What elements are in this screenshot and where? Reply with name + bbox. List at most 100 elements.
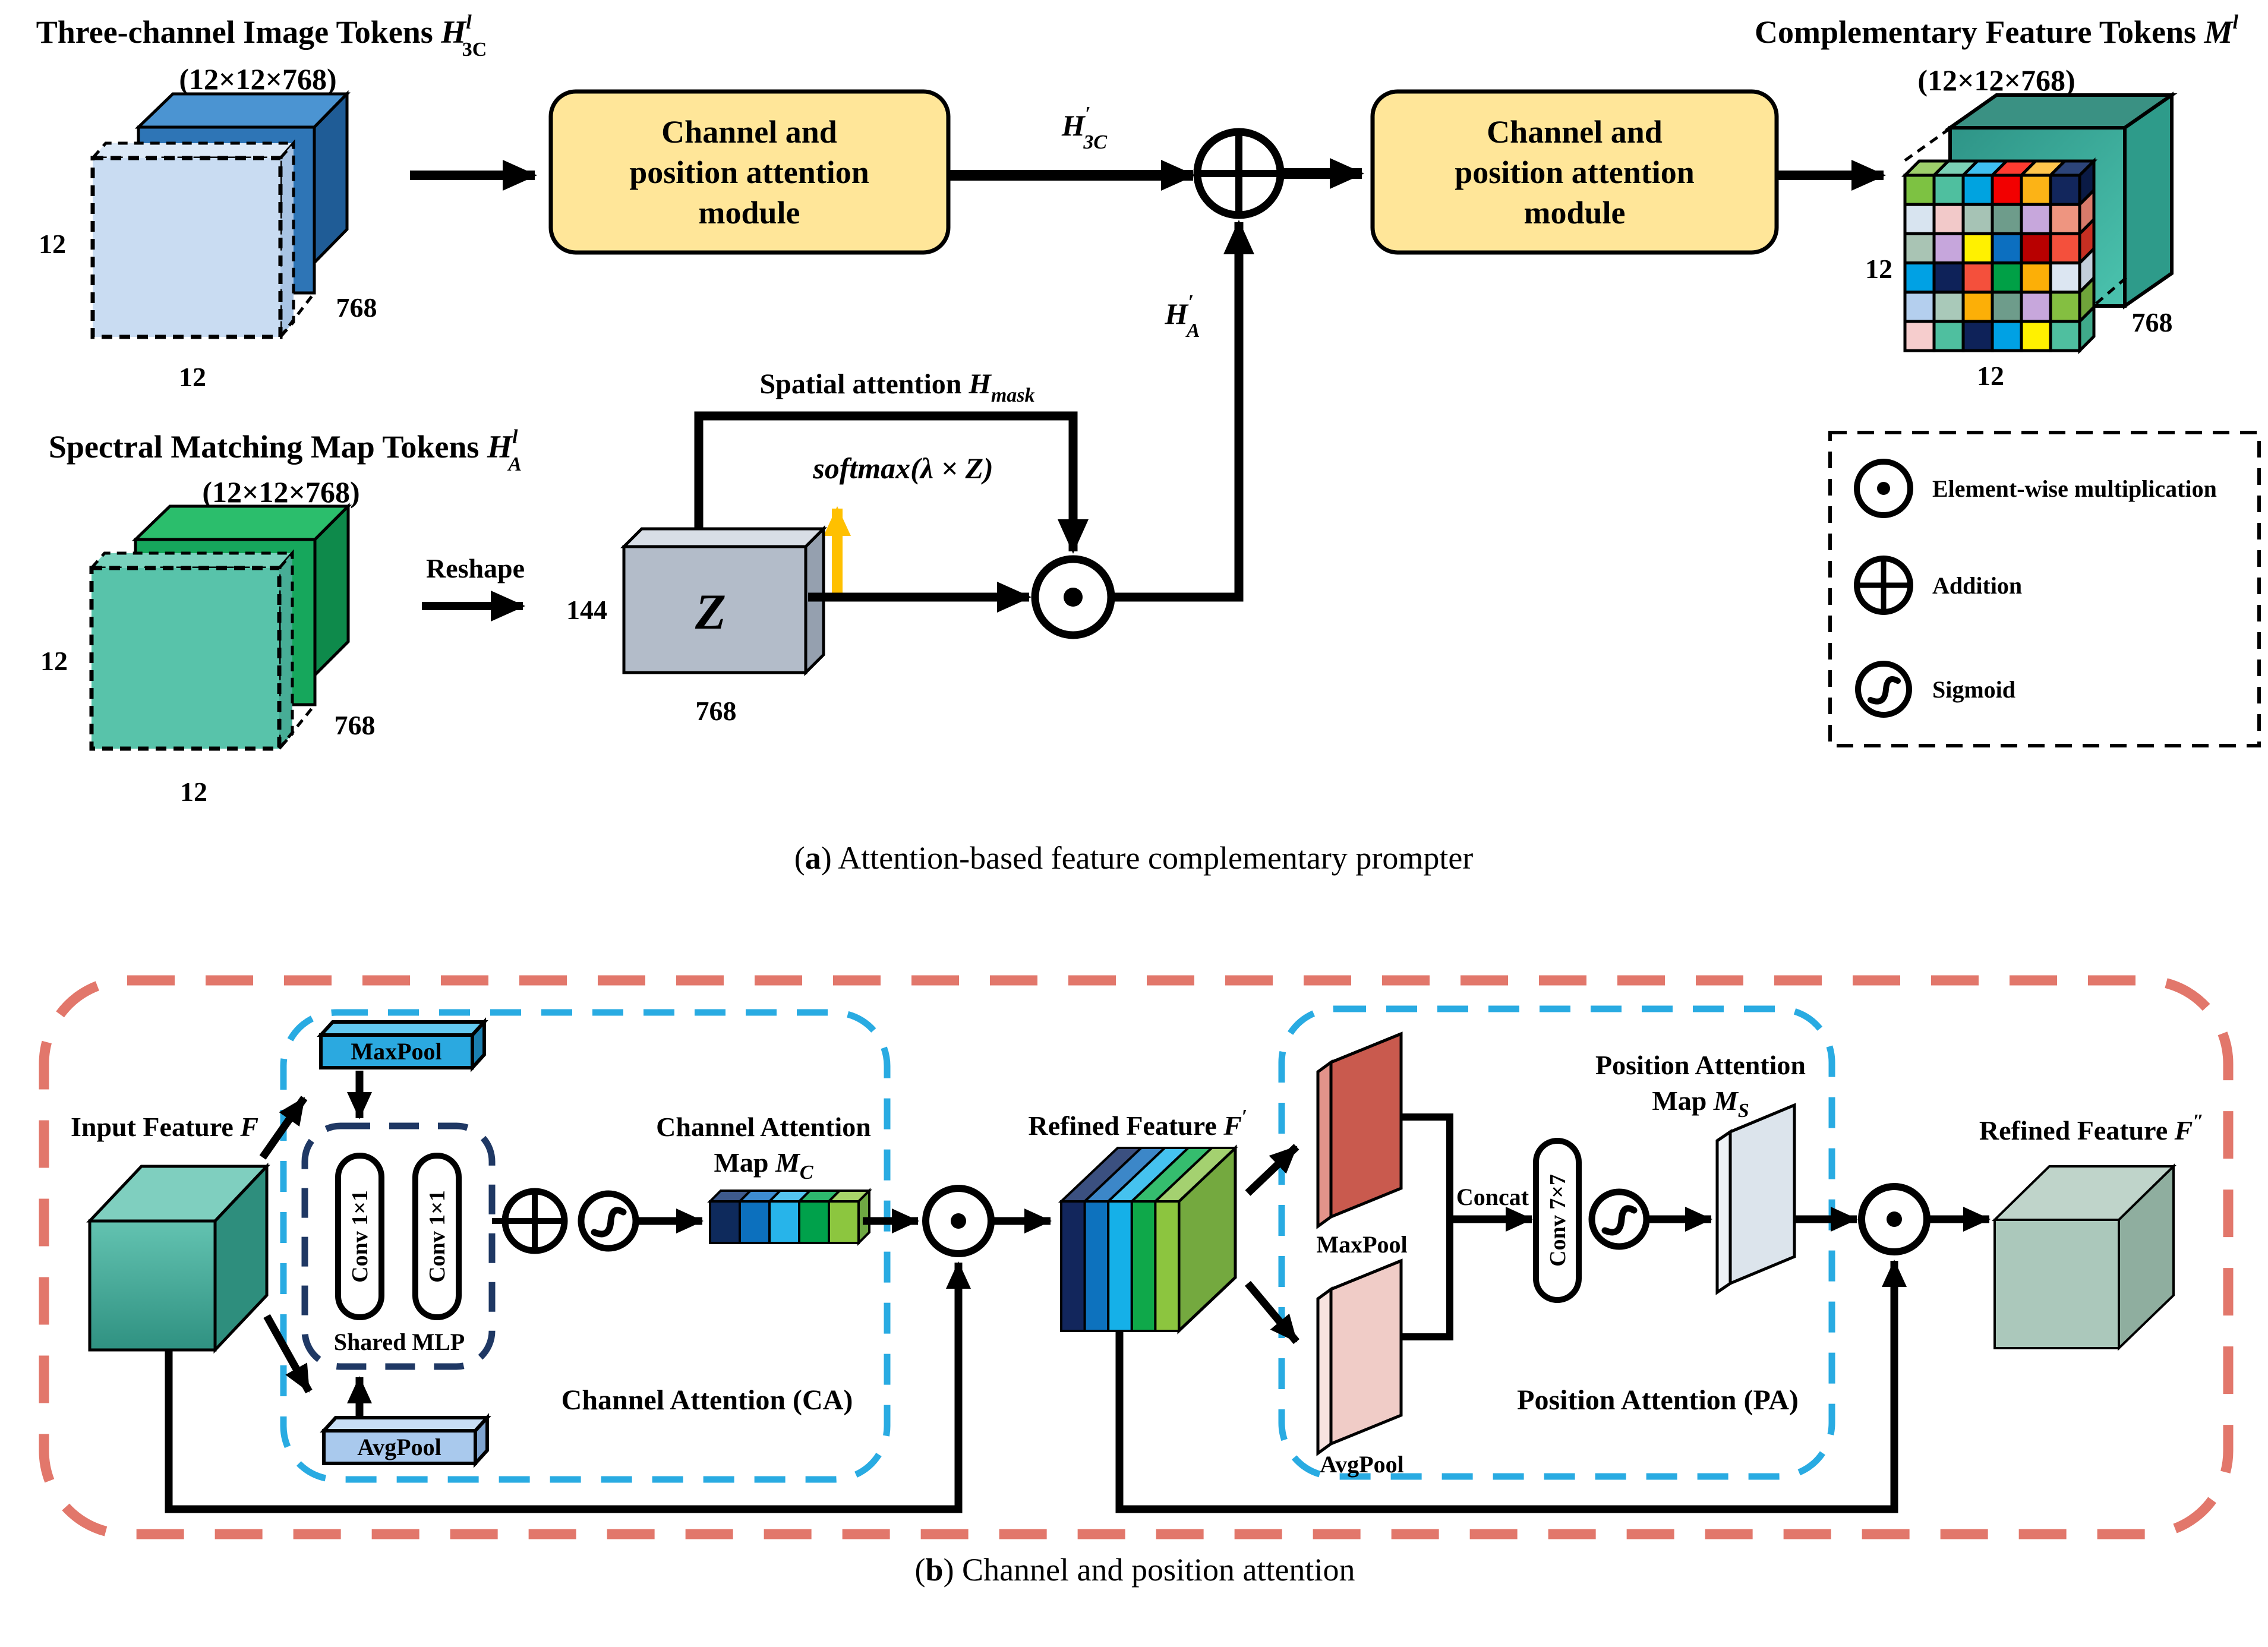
input1-dims: (12×12×768) — [179, 62, 336, 96]
branch-arrow — [1245, 1144, 1299, 1196]
refined-feature-1-label: Refined Feature F′ — [1029, 1106, 1248, 1141]
softmax-label: softmax(λ × Z) — [812, 452, 993, 485]
reshape-label: Reshape — [426, 553, 525, 583]
output-dim-bottom: 12 — [1977, 361, 2004, 391]
pa-section-label: Position Attention (PA) — [1517, 1384, 1799, 1416]
maxpool-pa: MaxPool — [1316, 1031, 1408, 1258]
cell — [1991, 261, 2023, 294]
cell — [1991, 203, 2023, 235]
cell — [739, 1200, 771, 1244]
cell — [1961, 261, 1994, 294]
cell — [1961, 232, 1994, 265]
cell — [1991, 291, 2023, 323]
cell — [1154, 1200, 1181, 1332]
hmask-path — [694, 411, 1089, 554]
addition-icon — [1854, 556, 1913, 615]
maxpool-ca: MaxPool — [317, 1017, 488, 1072]
complementary-token-cube — [1901, 91, 2178, 355]
cell — [1961, 173, 1994, 206]
concat-label: Concat — [1456, 1184, 1529, 1210]
cell — [1083, 1200, 1110, 1332]
cell — [798, 1200, 830, 1244]
cell — [1903, 320, 1936, 352]
z-rows-label: 144 — [566, 595, 607, 625]
svg-text:Channel and: Channel and — [1487, 114, 1663, 150]
input1-dim-left: 12 — [39, 229, 66, 259]
element-wise-multiplication-icon — [1858, 1183, 1931, 1255]
caption-a: (a) Attention-based feature complementar… — [794, 840, 1474, 876]
attention-module-2: Channel and position attention module — [1370, 89, 1779, 255]
channel-attention-map-bar — [707, 1188, 872, 1246]
pa-map-label-2: Map MS — [1652, 1086, 1749, 1122]
conv1x1-right: Conv 1×1 — [425, 1190, 450, 1283]
cell — [1107, 1200, 1133, 1332]
z-cols-label: 768 — [696, 696, 737, 726]
ca-map-label-1: Channel Attention — [656, 1112, 871, 1142]
cell — [1991, 320, 2023, 352]
skip-connection — [165, 1261, 971, 1513]
output-dim-left: 12 — [1865, 254, 1892, 284]
conv7x7-pill — [1533, 1138, 1582, 1303]
svg-text:Z: Z — [695, 584, 726, 640]
refined-feature-2-label: Refined Feature F″ — [1979, 1110, 2204, 1146]
skip-connection — [1115, 1260, 1907, 1513]
legend: Element-wise multiplication Addition Sig… — [1828, 431, 2261, 747]
cell — [1060, 1200, 1086, 1332]
h3c-prime-label: H′3C — [1061, 103, 1107, 153]
concat-bracket — [1401, 1113, 1453, 1340]
cell — [2049, 173, 2081, 206]
element-wise-multiplication-icon — [922, 1185, 995, 1257]
svg-text:position attention: position attention — [629, 154, 869, 190]
mosaic-side-face — [2078, 157, 2096, 355]
cell — [1903, 291, 1936, 323]
conv7x7-label: Conv 7×7 — [1545, 1174, 1570, 1267]
cell — [1961, 320, 1994, 352]
attention-module-1: Channel and position attention module — [548, 89, 951, 255]
cell — [1991, 173, 2023, 206]
ca-map-label-2: Map MC — [714, 1147, 813, 1184]
cell — [2049, 232, 2081, 265]
cell — [709, 1200, 741, 1244]
cell — [1130, 1200, 1157, 1332]
output-title: Complementary Feature Tokens Ml — [1755, 11, 2239, 50]
cell — [1932, 291, 1965, 323]
cell — [1961, 203, 1994, 235]
sigmoid-icon — [1855, 661, 1912, 718]
cell — [2020, 320, 2052, 352]
cell — [1932, 261, 1965, 294]
cell — [2049, 320, 2081, 352]
cell — [2020, 232, 2052, 265]
cell — [1932, 173, 1965, 206]
branch-arrow — [259, 1096, 308, 1160]
legend-item-label: Addition — [1932, 572, 2022, 599]
svg-text:Channel and: Channel and — [661, 114, 837, 150]
conv1x1-left: Conv 1×1 — [348, 1190, 373, 1283]
legend-item-label: Sigmoid — [1932, 676, 2015, 703]
input2-dim-left: 12 — [40, 646, 68, 676]
addition-icon — [501, 1188, 568, 1254]
svg-text:MaxPool: MaxPool — [351, 1038, 441, 1065]
input2-dim-bottom: 12 — [180, 777, 207, 807]
spatial-attention-label: Spatial attention Hmask — [759, 368, 1034, 406]
output-dims: (12×12×768) — [1917, 64, 2075, 97]
ha-prime-label: H′A — [1164, 291, 1200, 342]
cell — [857, 1188, 870, 1246]
cell — [1961, 291, 1994, 323]
svg-text:module: module — [1523, 195, 1625, 231]
cell — [2049, 291, 2081, 323]
cell — [768, 1200, 800, 1244]
cell — [2020, 261, 2052, 294]
input-feature-cube — [86, 1162, 270, 1354]
cell — [2020, 173, 2052, 206]
shared-mlp-label: Shared MLP — [334, 1329, 465, 1355]
cell — [2049, 203, 2081, 235]
cell — [2020, 203, 2052, 235]
svg-text:module: module — [698, 195, 800, 231]
cell — [2020, 291, 2052, 323]
svg-text:MaxPool: MaxPool — [1316, 1231, 1407, 1258]
cell — [1991, 232, 2023, 265]
refined-feature-1-cube — [1058, 1144, 1239, 1334]
